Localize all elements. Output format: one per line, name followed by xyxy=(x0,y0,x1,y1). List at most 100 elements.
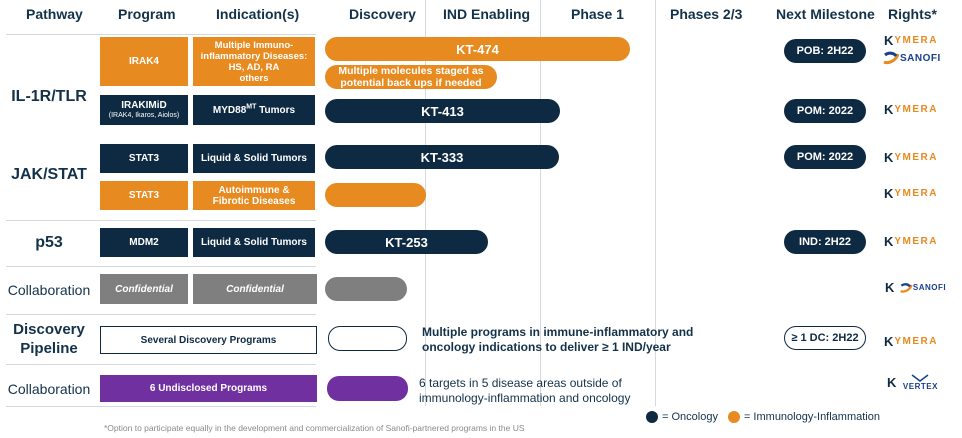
program-discovery: Several Discovery Programs xyxy=(100,326,317,354)
kymera-text: YMERA xyxy=(894,236,939,247)
legend-immunology-dot xyxy=(727,411,740,423)
kymera-k: K xyxy=(884,334,894,349)
kymera-k: K xyxy=(887,375,897,390)
header-ind-enabling: IND Enabling xyxy=(443,6,531,22)
indication-line: inflammatory Diseases: xyxy=(200,50,308,62)
header-phase23: Phases 2/3 xyxy=(670,6,743,22)
pathway-p53: p53 xyxy=(35,234,63,251)
pathway-collaboration-2: Collaboration xyxy=(7,381,91,397)
note-line: Multiple programs in immune-inflammatory… xyxy=(422,325,694,339)
sanofi-swirl-icon xyxy=(883,51,900,65)
kymera-k: K xyxy=(884,186,894,201)
pill-discovery xyxy=(328,326,407,351)
milestone-irakimid: POM: 2022 xyxy=(784,99,866,123)
header-discovery: Discovery xyxy=(349,6,416,22)
indication-myd88: MYD88 xyxy=(212,104,247,116)
pill-undisclosed xyxy=(327,376,408,401)
pill-kt-413: KT-413 xyxy=(325,99,560,123)
header-divider xyxy=(6,34,316,35)
milestone-irak4: POB: 2H22 xyxy=(784,39,866,63)
pill-confidential xyxy=(325,277,407,301)
grid-line xyxy=(540,0,541,406)
pathway-il1r: IL-1R/TLR xyxy=(11,88,87,105)
row-divider xyxy=(6,364,316,365)
pill-kt-474: KT-474 xyxy=(325,37,630,61)
pathway-collaboration: Collaboration xyxy=(7,282,91,298)
program-irak4: IRAK4 xyxy=(100,37,188,86)
header-indications: Indication(s) xyxy=(216,6,300,22)
kymera-k: K xyxy=(885,280,895,295)
kymera-vertex-logo: K VERTEX xyxy=(887,374,938,391)
pill-stat3-immunology xyxy=(325,183,426,207)
kymera-text: YMERA xyxy=(894,336,939,347)
legend-oncology: = Oncology xyxy=(662,411,718,423)
sanofi-logo: SANOFI xyxy=(882,51,941,65)
program-undisclosed: 6 Undisclosed Programs xyxy=(100,375,317,402)
indication-stat3-oncology: Liquid & Solid Tumors xyxy=(193,144,315,173)
program-mdm2: MDM2 xyxy=(100,228,188,257)
note-line: immunology-inflammation and oncology xyxy=(419,391,631,405)
sanofi-swirl-icon xyxy=(899,282,913,293)
vertex-chevron-icon xyxy=(911,374,929,382)
vertex-mark: VERTEX xyxy=(903,374,938,391)
row-divider xyxy=(6,406,316,407)
header-program: Program xyxy=(118,6,176,22)
header-phase1: Phase 1 xyxy=(571,6,624,22)
backup-line: potential back ups if needed xyxy=(340,77,482,89)
row-divider xyxy=(6,220,316,221)
indication-line: HS, AD, RA xyxy=(228,61,280,73)
header-next-milestone: Next Milestone xyxy=(776,6,875,22)
indication-line: others xyxy=(239,72,269,84)
milestone-discovery: ≥ 1 DC: 2H22 xyxy=(784,326,866,350)
kymera-text: YMERA xyxy=(894,152,939,163)
kymera-text: YMERA xyxy=(894,188,939,199)
discovery-note: Multiple programs in immune-inflammatory… xyxy=(422,325,693,355)
pathway-jak-stat: JAK/STAT xyxy=(11,166,87,183)
program-irakimid-sub: (IRAK4, Ikaros, Aiolos) xyxy=(108,112,180,119)
grid-line xyxy=(655,0,656,406)
note-line: 6 targets in 5 disease areas outside of xyxy=(419,376,622,390)
undisclosed-note: 6 targets in 5 disease areas outside of … xyxy=(419,376,630,406)
indication-stat3-immunology: Autoimmune & Fibrotic Diseases xyxy=(193,181,315,210)
legend: = Oncology = Immunology-Inflammation xyxy=(646,411,880,423)
backup-line: Multiple molecules staged as xyxy=(338,65,484,77)
kymera-k: K xyxy=(884,102,894,117)
kymera-k: K xyxy=(884,33,894,48)
pill-kt-253: KT-253 xyxy=(325,230,488,254)
sanofi-text: SANOFI xyxy=(912,283,947,292)
indication-line: Autoimmune & xyxy=(218,184,290,196)
header-rights: Rights* xyxy=(888,6,937,22)
indication-myd88-tail: Tumors xyxy=(256,104,296,116)
indication-line: Multiple Immuno- xyxy=(214,39,294,51)
program-stat3-oncology: STAT3 xyxy=(100,144,188,173)
pill-backup-molecules: Multiple molecules staged as potential b… xyxy=(325,65,497,89)
vertex-text: VERTEX xyxy=(902,382,938,391)
milestone-mdm2: IND: 2H22 xyxy=(784,230,866,254)
footnote: *Option to participate equally in the de… xyxy=(104,423,525,433)
kymera-k: K xyxy=(884,234,894,249)
sanofi-text: SANOFI xyxy=(900,52,941,64)
header-pathway: Pathway xyxy=(26,6,83,22)
indication-line: Fibrotic Diseases xyxy=(212,195,296,207)
note-line: oncology indications to deliver ≥ 1 IND/… xyxy=(422,340,671,354)
milestone-stat3: POM: 2022 xyxy=(784,145,866,169)
row-divider xyxy=(6,314,316,315)
indication-irakimid: MYD88MT Tumors xyxy=(193,95,315,125)
kymera-text: YMERA xyxy=(894,35,939,46)
indication-mdm2: Liquid & Solid Tumors xyxy=(193,228,315,257)
program-confidential: Confidential xyxy=(100,274,188,304)
pill-kt-333: KT-333 xyxy=(325,145,559,169)
grid-line xyxy=(425,0,426,406)
pathway-discovery-line1: Discovery xyxy=(13,321,85,338)
kymera-text: YMERA xyxy=(894,104,939,115)
kymera-k: K xyxy=(884,150,894,165)
program-irakimid-label: IRAKIMiD xyxy=(121,100,167,111)
program-irakimid: IRAKIMiD (IRAK4, Ikaros, Aiolos) xyxy=(100,95,188,125)
kymera-sanofi-logo: K SANOFI xyxy=(885,280,946,295)
pathway-discovery-pipeline: Discovery Pipeline xyxy=(0,320,98,358)
